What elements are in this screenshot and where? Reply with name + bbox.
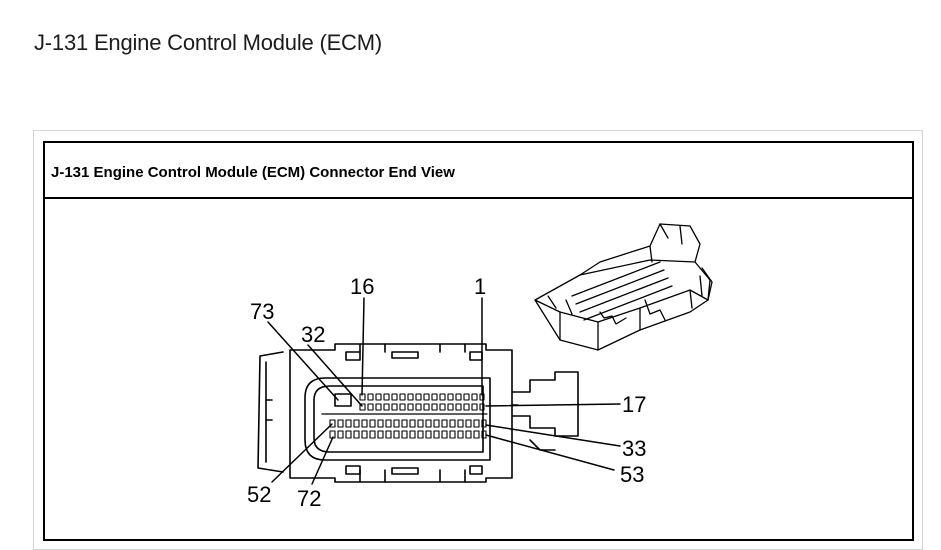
leader-72: [311, 436, 334, 485]
pin-label-1: 1: [474, 274, 486, 299]
pin-label-32: 32: [301, 322, 325, 347]
pin-label-72: 72: [297, 486, 321, 511]
table-header: J-131 Engine Control Module (ECM) Connec…: [45, 143, 912, 199]
page-title: J-131 Engine Control Module (ECM): [34, 30, 382, 55]
pin-label-73: 73: [250, 299, 274, 324]
pin-label-33: 33: [622, 436, 646, 461]
connector-iso-illustration: [534, 223, 713, 351]
leader-33: [485, 424, 621, 447]
leader-73: [267, 321, 339, 401]
leader-16: [361, 297, 365, 396]
pin-row-top: [359, 393, 485, 411]
pin-label-16: 16: [350, 274, 374, 299]
connector-end-view-diagram: 73 32 16 1 17 33 53 52 72: [247, 223, 713, 511]
table-header-label: J-131 Engine Control Module (ECM) Connec…: [51, 164, 455, 181]
pin-label-53: 53: [620, 462, 644, 487]
leader-lines: [267, 297, 621, 485]
leader-17: [485, 403, 621, 407]
leader-52: [271, 423, 333, 483]
pin-row-bottom: [329, 419, 487, 439]
leader-53: [485, 434, 615, 471]
pin-label-52: 52: [247, 482, 271, 507]
figure-container: [33, 130, 923, 550]
leader-32: [307, 344, 363, 407]
pin-label-17: 17: [622, 392, 646, 417]
